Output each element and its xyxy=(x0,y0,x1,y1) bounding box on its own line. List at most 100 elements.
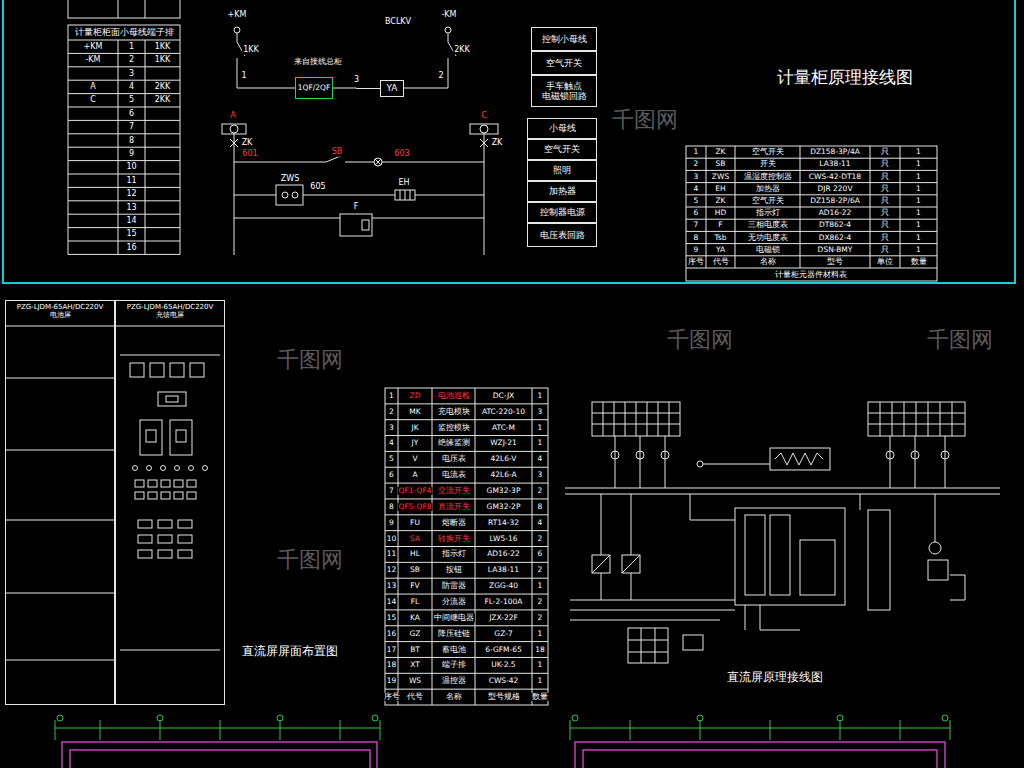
table-cell: 8 xyxy=(693,233,700,241)
circuit-box: 电压表回路 xyxy=(527,223,597,247)
cad-rect xyxy=(583,750,937,768)
table-cell: 1 xyxy=(537,439,544,447)
table-cell: DZ158-3P/4A xyxy=(809,148,861,156)
table-cell: 7 xyxy=(388,487,395,495)
cad-path xyxy=(745,575,965,630)
cad-rect xyxy=(187,480,196,487)
cad-rect xyxy=(592,402,680,436)
cad-path xyxy=(868,402,965,436)
drawing-title: 直流屏原理接线图 xyxy=(726,671,824,684)
table-cell: 温湿度控制器 xyxy=(743,172,793,180)
table-cell: 加热器 xyxy=(755,185,781,193)
watermark: 千图网 xyxy=(926,328,994,352)
cad-rect xyxy=(190,363,204,377)
cad-path xyxy=(234,195,484,196)
table-header: 序号 xyxy=(383,693,401,701)
table-cell: 只 xyxy=(880,197,890,205)
cad-circle xyxy=(230,125,238,133)
cad-rect xyxy=(174,492,183,499)
table-cell: 3 xyxy=(693,172,700,180)
cad-rect xyxy=(770,448,830,470)
wire-label: 603 xyxy=(393,150,410,159)
bus-name: -KM xyxy=(84,56,101,65)
table-cell: AD16-22 xyxy=(818,209,853,217)
terminal-number: 9 xyxy=(128,149,135,158)
cad-circle xyxy=(445,27,451,33)
wire-label: 来自接线总柜 xyxy=(293,58,343,67)
table-cell: 1 xyxy=(915,148,922,156)
cad-circle xyxy=(636,451,644,459)
table-cell: 交流开关 xyxy=(437,487,471,495)
table-cell: ATC-M xyxy=(491,423,516,431)
table-cell: 5 xyxy=(388,455,395,463)
table-cell: FL xyxy=(410,598,421,606)
watermark: 千图网 xyxy=(276,548,344,572)
table-cell: HD xyxy=(714,209,727,217)
table-cell: MK xyxy=(408,408,421,416)
table-cell: ZD xyxy=(409,392,422,400)
cad-rect xyxy=(683,635,703,650)
table-cell: 1 xyxy=(537,423,544,431)
cad-rect xyxy=(178,520,192,528)
table-cell: 1 xyxy=(915,246,922,254)
cad-path xyxy=(690,494,860,520)
node-text: 1QF/2QF xyxy=(298,84,331,93)
table-cell: QF1-QF4 xyxy=(398,487,433,495)
node-text: 空气开关 xyxy=(544,144,580,154)
table-cell: 6-GFM-65 xyxy=(484,645,523,653)
table-cell: 3 xyxy=(537,471,544,479)
cad-rect xyxy=(276,185,303,205)
table-cell: SB xyxy=(409,566,421,574)
table-cell: A xyxy=(411,471,418,479)
cad-rect xyxy=(158,550,172,558)
legend-box: 手车触点 电磁锁回路 xyxy=(531,75,597,107)
cad-rect xyxy=(385,388,548,705)
table-cell: 开关 xyxy=(759,160,777,168)
watermark: 千图网 xyxy=(611,108,679,132)
table-cell: 电池巡检 xyxy=(437,392,471,400)
cad-path xyxy=(55,720,950,740)
table-cell: 1 xyxy=(537,630,544,638)
cad-rect xyxy=(470,124,498,134)
table-cell: 2 xyxy=(537,534,544,542)
cad-rect xyxy=(178,535,192,543)
cad-circle xyxy=(697,715,703,721)
table-cell: 1 xyxy=(915,172,922,180)
cad-circle xyxy=(189,466,194,471)
terminal-number: 14 xyxy=(125,216,137,225)
terminal-number: 13 xyxy=(125,203,137,212)
table-cell: DJR 220V xyxy=(816,185,853,193)
table-cell: 6 xyxy=(537,550,544,558)
cad-path xyxy=(775,453,823,465)
table-cell: ZK xyxy=(714,148,726,156)
cad-rect xyxy=(868,510,890,610)
cad-circle xyxy=(661,451,669,459)
switch-code: 1KK xyxy=(154,42,172,51)
cad-path xyxy=(570,494,735,620)
cad-rect xyxy=(138,520,152,528)
table-cell: 分流器 xyxy=(441,598,467,606)
wire-label: -KM xyxy=(440,11,457,20)
wire-label: ZK xyxy=(491,139,504,148)
table-cell: FU xyxy=(409,519,421,527)
table-cell: 17 xyxy=(386,645,398,653)
coil-box: YA xyxy=(380,80,404,97)
legend-box: 控制小母线 xyxy=(531,27,597,51)
table-cell: V xyxy=(411,455,418,463)
cad-rect xyxy=(222,124,246,134)
cad-rect xyxy=(158,520,172,528)
table-title: 计量柜柜面小母线端子排 xyxy=(74,28,175,37)
table-cell: FL-2-100A xyxy=(484,598,524,606)
wire-label: 2KK xyxy=(453,46,471,55)
table-cell: 只 xyxy=(880,246,890,254)
table-cell: 转换开关 xyxy=(437,534,471,542)
cad-path xyxy=(375,159,381,165)
watermark: 千图网 xyxy=(276,348,344,372)
table-cell: 充电模块 xyxy=(437,408,471,416)
table-cell: JK xyxy=(410,423,419,431)
table-cell: 绝缘监测 xyxy=(437,439,471,447)
table-cell: 5 xyxy=(693,197,700,205)
table-cell: 7 xyxy=(693,221,700,229)
terminal-number: 8 xyxy=(128,136,135,145)
terminal-number: 10 xyxy=(125,163,137,172)
